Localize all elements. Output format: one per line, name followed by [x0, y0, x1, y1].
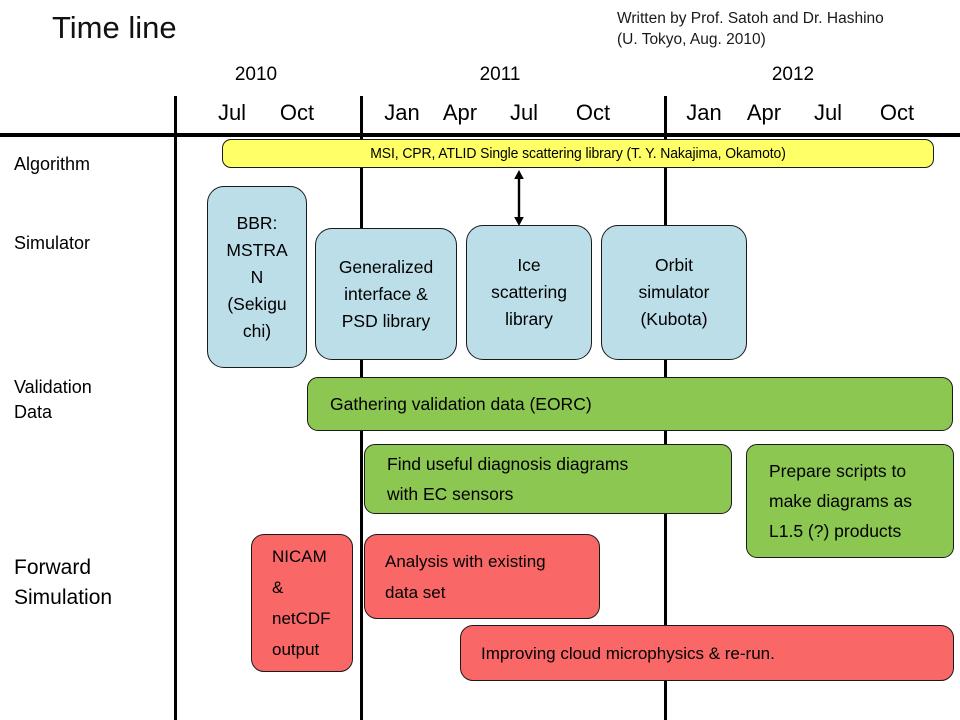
- single-scattering-library-bar[interactable]: MSI, CPR, ATLID Single scattering librar…: [222, 139, 934, 168]
- task-label: NICAM & netCDF output: [272, 547, 331, 659]
- month-label: Oct: [879, 100, 915, 125]
- task-label: BBR: MSTRA N (Sekigu chi): [226, 212, 288, 341]
- task-label: MSI, CPR, ATLID Single scattering librar…: [370, 144, 786, 162]
- nicam-netcdf-output-box[interactable]: NICAM & netCDF output: [251, 534, 353, 672]
- task-label: Analysis with existing data set: [385, 551, 546, 602]
- ice-scattering-library-box[interactable]: Ice scattering library: [466, 225, 592, 360]
- task-label: Generalized interface & PSD library: [338, 256, 434, 331]
- task-label: Find useful diagnosis diagrams with EC s…: [387, 454, 629, 504]
- page-title: Time line: [52, 10, 177, 45]
- year-label: 2010: [234, 64, 278, 85]
- month-label: Apr: [442, 100, 478, 125]
- prepare-scripts-box[interactable]: Prepare scripts to make diagrams as L1.5…: [746, 444, 954, 558]
- month-label: Apr: [746, 100, 782, 125]
- task-label: Improving cloud microphysics & re-run.: [481, 643, 775, 663]
- attribution-text: Written by Prof. Satoh and Dr. Hashino (…: [617, 10, 884, 48]
- month-label: Jul: [509, 100, 539, 125]
- month-label: Oct: [279, 100, 315, 125]
- orbit-simulator-box[interactable]: Orbit simulator (Kubota): [601, 225, 747, 360]
- row-label: Algorithm: [14, 154, 91, 174]
- axis-horizontal-rule: [0, 133, 960, 137]
- year-label: 2012: [771, 64, 815, 85]
- generalized-interface-box[interactable]: Generalized interface & PSD library: [315, 228, 457, 360]
- gathering-validation-data-bar[interactable]: Gathering validation data (EORC): [307, 377, 953, 431]
- improving-cloud-microphysics-bar[interactable]: Improving cloud microphysics & re-run.: [460, 625, 954, 681]
- year-divider-line: [174, 96, 177, 720]
- double-headed-arrow-icon: [514, 170, 524, 226]
- analysis-existing-data-box[interactable]: Analysis with existing data set: [364, 534, 600, 619]
- month-label: Jan: [686, 100, 722, 125]
- month-label: Jul: [217, 100, 247, 125]
- bbr-mstran-box[interactable]: BBR: MSTRA N (Sekigu chi): [207, 186, 307, 368]
- task-label: Ice scattering library: [491, 255, 567, 329]
- month-label: Oct: [575, 100, 611, 125]
- month-label: Jan: [384, 100, 420, 125]
- row-label: Validation Data: [14, 377, 92, 422]
- task-label: Prepare scripts to make diagrams as L1.5…: [769, 461, 912, 541]
- task-label: Gathering validation data (EORC): [330, 394, 592, 414]
- task-label: Orbit simulator (Kubota): [638, 255, 710, 329]
- find-diagnosis-diagrams-box[interactable]: Find useful diagnosis diagrams with EC s…: [364, 444, 732, 514]
- row-label: Simulator: [14, 233, 91, 253]
- year-label: 2011: [479, 64, 521, 85]
- month-label: Jul: [813, 100, 843, 125]
- row-label: Forward Simulation: [14, 556, 113, 609]
